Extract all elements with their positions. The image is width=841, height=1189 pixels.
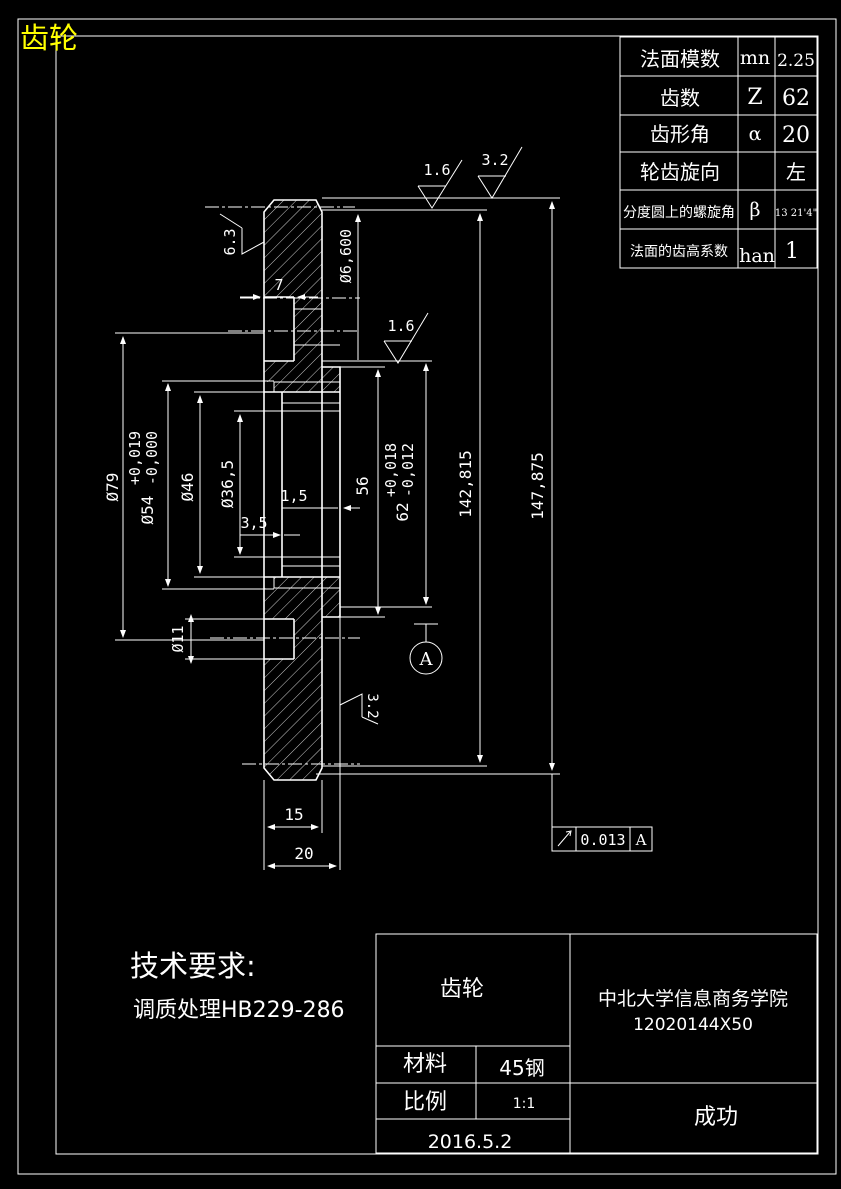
- dim-d79: Ø79: [103, 473, 122, 502]
- param-symbol: han: [739, 245, 775, 267]
- dimension-lines: [115, 197, 560, 870]
- inner-border: [55, 35, 819, 1155]
- param-value: 62: [782, 86, 810, 111]
- dim-len56: 56: [353, 476, 372, 495]
- upper-hole: [264, 297, 294, 361]
- param-value: 左: [786, 160, 806, 184]
- roughness-label: 3.2: [364, 693, 380, 718]
- param-value: 2.25: [777, 51, 815, 71]
- param-symbol: α: [749, 123, 762, 145]
- technical-requirements: 技术要求: 调质处理HB229-286: [130, 949, 345, 1023]
- param-symbol: β: [750, 199, 761, 221]
- dim-d36: Ø36,5: [218, 460, 237, 508]
- param-name: 法面的齿高系数: [630, 243, 728, 260]
- tolerance-value: 0.013: [580, 831, 625, 849]
- title-block-signoff: 成功: [694, 1105, 738, 1130]
- dim-len7: 7: [274, 276, 283, 294]
- dim-d54: Ø54: [138, 496, 157, 525]
- param-value: 1: [785, 239, 799, 264]
- title-block: 齿轮 中北大学信息商务学院 12020144X50 材料 45钢 比例 1:1 …: [375, 933, 818, 1154]
- dim-d62-tol-lower: -0,012: [399, 443, 417, 497]
- tech-item: 调质处理HB229-286: [133, 998, 345, 1023]
- param-name: 分度圆上的螺旋角: [623, 205, 735, 221]
- param-name: 齿数: [660, 86, 700, 110]
- dim-d62-tol-upper: +0,018: [382, 443, 400, 497]
- param-value: 20: [782, 123, 810, 148]
- param-symbol: Z: [747, 85, 762, 110]
- tech-heading: 技术要求:: [130, 949, 256, 983]
- dim-d46: Ø46: [178, 473, 197, 502]
- roughness-label: 3.2: [481, 151, 508, 169]
- dim-len3-5: 3,5: [240, 514, 267, 532]
- parameter-table: 法面模数 mn 2.25 齿数 Z 62 齿形角 α 20 轮齿旋向 左 分度圆…: [619, 36, 818, 269]
- drawing-title: 齿轮: [20, 21, 78, 55]
- lower-hatch-region: [264, 577, 340, 780]
- title-block-date: 2016.5.2: [428, 1131, 513, 1153]
- runout-icon: [557, 830, 572, 847]
- material-value: 45钢: [499, 1056, 544, 1080]
- material-label: 材料: [403, 1052, 447, 1077]
- roughness-label: 1.6: [423, 161, 450, 179]
- dim-d54-tol-lower: -0,000: [143, 431, 161, 485]
- param-name: 轮齿旋向: [640, 160, 720, 184]
- dim-len15: 15: [284, 805, 303, 824]
- dimension-labels: Ø79 Ø54 +0,019 -0,000 Ø46 Ø36,5 Ø11 Ø6,6…: [103, 229, 547, 863]
- dim-len1-5: 1,5: [280, 487, 307, 505]
- upper-hatch-region: [264, 200, 340, 392]
- datum-label: A: [419, 649, 434, 670]
- dim-d62: 62: [393, 502, 412, 521]
- dim-d54-tol-upper: +0,019: [126, 431, 144, 485]
- title-block-code: 12020144X50: [633, 1015, 753, 1035]
- datum-a: A: [409, 623, 443, 675]
- param-symbol: mn: [740, 47, 770, 69]
- scale-label: 比例: [403, 1090, 447, 1115]
- outer-border: [17, 18, 837, 1175]
- tolerance-frame: 0.013 A: [551, 826, 653, 852]
- title-block-part-name: 齿轮: [440, 977, 484, 1002]
- tolerance-datum: A: [635, 831, 647, 849]
- roughness-label: 6.3: [221, 228, 239, 255]
- dim-d11: Ø11: [169, 625, 187, 652]
- dim-len147: 147,875: [528, 452, 547, 519]
- param-name: 齿形角: [650, 122, 710, 146]
- dim-d6: Ø6,600: [337, 229, 355, 283]
- roughness-symbols: 1.6 3.2 6.3 1.6 3.2: [219, 146, 523, 725]
- dim-len20: 20: [294, 844, 313, 863]
- roughness-label: 1.6: [387, 317, 414, 335]
- scale-value: 1:1: [513, 1096, 536, 1112]
- title-block-school: 中北大学信息商务学院: [598, 988, 788, 1010]
- lower-hole: [264, 619, 294, 659]
- dim-len142: 142,815: [456, 450, 475, 517]
- param-value: 13 21'4": [775, 208, 817, 219]
- param-name: 法面模数: [640, 47, 720, 71]
